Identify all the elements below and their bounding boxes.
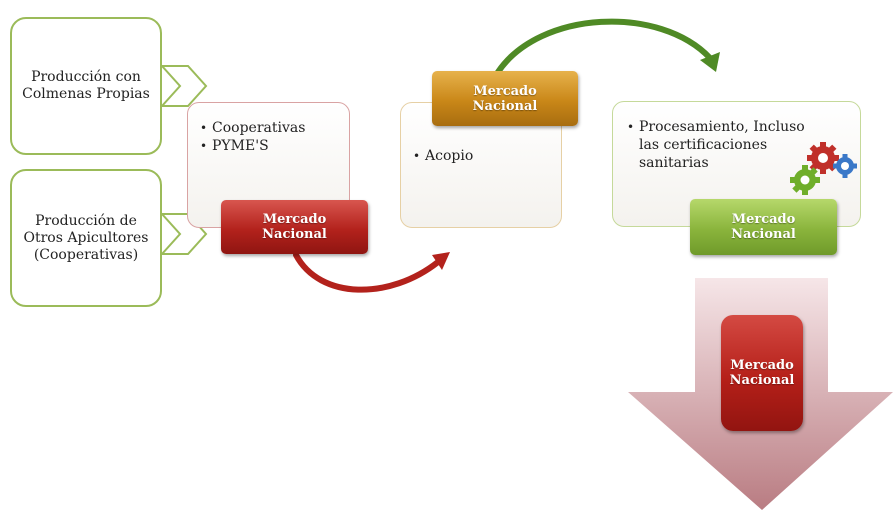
stage3-tag-label: Mercado Nacional	[731, 212, 796, 242]
curved-connector-red	[293, 252, 441, 293]
stage2-tag-label: Mercado Nacional	[472, 83, 538, 114]
stage2-tag: Mercado Nacional	[432, 71, 578, 126]
stage1-bullets: Cooperativas PYME'S	[200, 119, 339, 155]
final-tag-label: Mercado Nacional	[729, 358, 795, 388]
stage3-bullets: Procesamiento, Incluso las certificacion…	[627, 118, 811, 172]
source-box-own-hives: Producción con Colmenas Propias	[10, 17, 162, 155]
curved-connector-green	[495, 18, 713, 75]
stage2-bullets: Acopio	[413, 147, 551, 165]
source-label-own-hives: Producción con Colmenas Propias	[22, 69, 150, 102]
gears-icon	[789, 142, 861, 205]
stage1-tag-label: Mercado Nacional	[262, 212, 327, 242]
final-tag: Mercado Nacional	[721, 315, 803, 431]
stage3-tag: Mercado Nacional	[690, 199, 837, 255]
connector-green-arrowhead	[700, 52, 720, 72]
source-box-other-beekeepers: Producción de Otros Apicultores (Coopera…	[10, 169, 162, 307]
stage3-bullet-procesamiento: Procesamiento, Incluso las certificacion…	[627, 118, 811, 172]
chevron-arrow-1	[159, 65, 208, 107]
stage1-bullet-pymes: PYME'S	[200, 137, 339, 155]
connector-red-arrowhead	[432, 252, 450, 270]
stage2-bullet-acopio: Acopio	[413, 147, 551, 165]
source-label-other-beekeepers: Producción de Otros Apicultores (Coopera…	[23, 212, 149, 263]
stage1-bullet-cooperativas: Cooperativas	[200, 119, 339, 137]
stage1-tag: Mercado Nacional	[221, 200, 368, 254]
